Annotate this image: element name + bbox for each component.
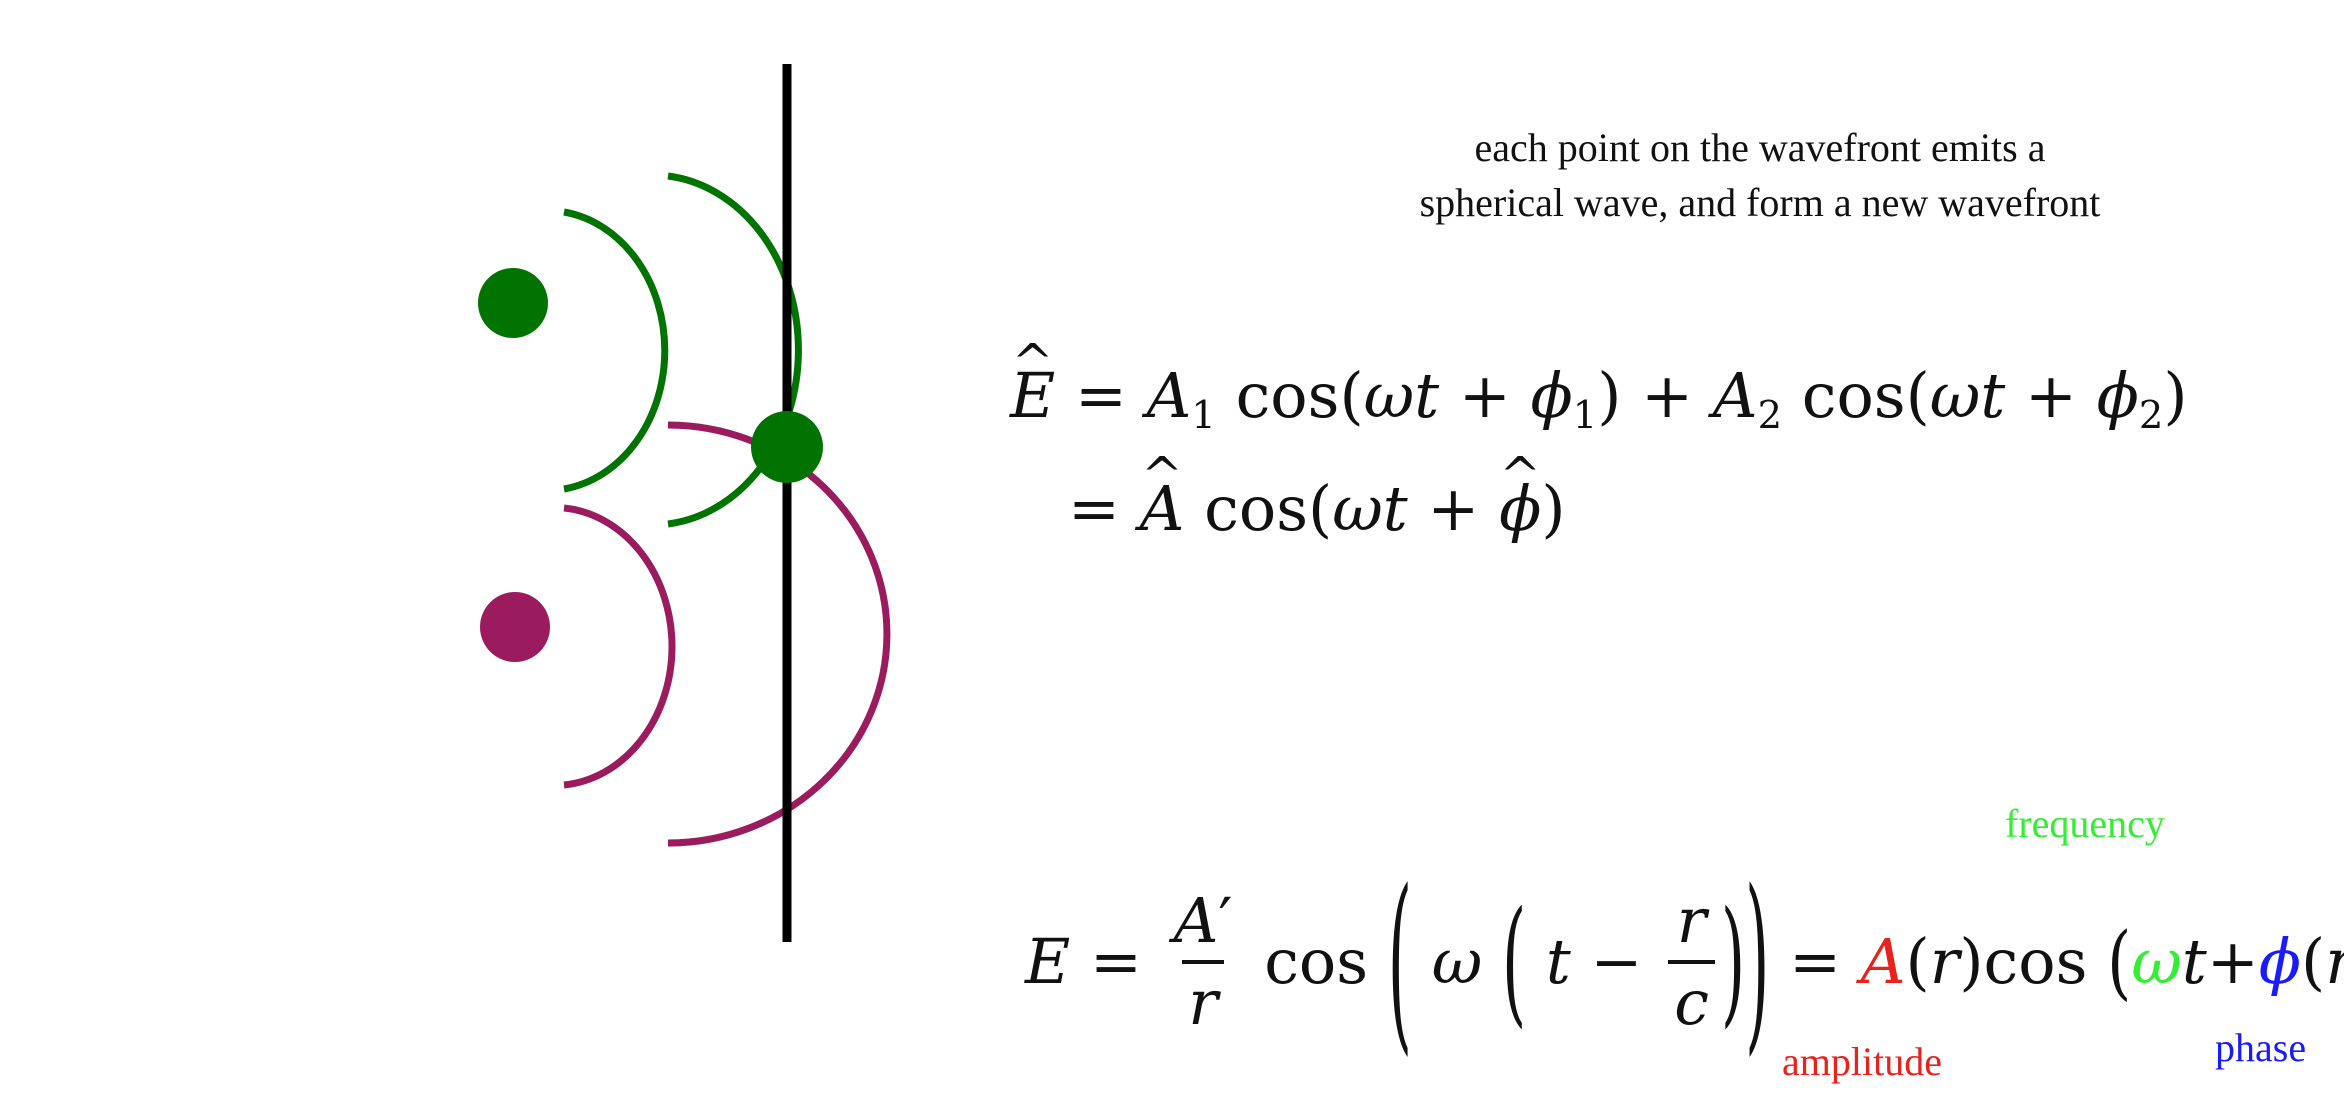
- equation-resultant: = A cos(ωt + ϕ): [1068, 451, 1566, 540]
- magenta-source-dot: [480, 592, 550, 662]
- magenta-wavelet-outer: [667, 421, 891, 847]
- phase-label: phase: [2215, 1025, 2307, 1070]
- caption-line-2: spherical wave, and form a new wavefront: [1419, 180, 2101, 225]
- magenta-wavelet-inner: [563, 504, 676, 789]
- caption: each point on the wavefront emits a sphe…: [1340, 120, 2180, 230]
- green-wavelet-outer: [667, 172, 802, 528]
- amplitude-label: amplitude: [1782, 1039, 1942, 1084]
- equation-spherical-wave: E = A′ r cos ( ω ( t − r c ) ) = A(r)cos…: [1025, 847, 2344, 1074]
- caption-line-1: each point on the wavefront emits a: [1474, 125, 2046, 170]
- green-source-dot: [478, 268, 548, 338]
- equation-superposition: E = A1 cos(ωt + ϕ1) + A2 cos(ωt + ϕ2): [1010, 338, 2188, 435]
- green-wavelet-inner: [563, 208, 669, 493]
- wavefront-point-dot: [751, 411, 823, 483]
- frequency-label: frequency: [2005, 801, 2165, 846]
